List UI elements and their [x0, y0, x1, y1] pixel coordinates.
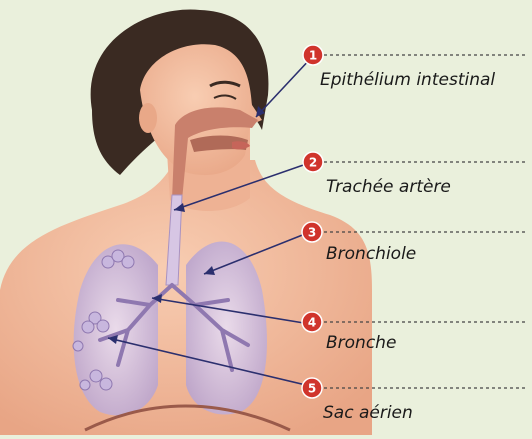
marker-1: 1: [303, 45, 323, 65]
marker-5-number: 5: [308, 382, 316, 396]
marker-2-number: 2: [309, 156, 317, 170]
label-epithelium: Epithélium intestinal: [320, 70, 495, 90]
marker-3: 3: [302, 222, 322, 242]
label-air-sac: Sac aérien: [323, 403, 413, 423]
marker-4: 4: [302, 312, 322, 332]
label-bronchiole: Bronchiole: [326, 244, 416, 264]
label-bronchus: Bronche: [326, 333, 396, 353]
marker-1-number: 1: [309, 49, 317, 63]
label-trachea: Trachée artère: [326, 177, 451, 197]
ear: [139, 103, 157, 133]
marker-4-number: 4: [308, 316, 316, 330]
marker-5: 5: [302, 378, 322, 398]
marker-3-number: 3: [308, 226, 316, 240]
marker-2: 2: [303, 152, 323, 172]
